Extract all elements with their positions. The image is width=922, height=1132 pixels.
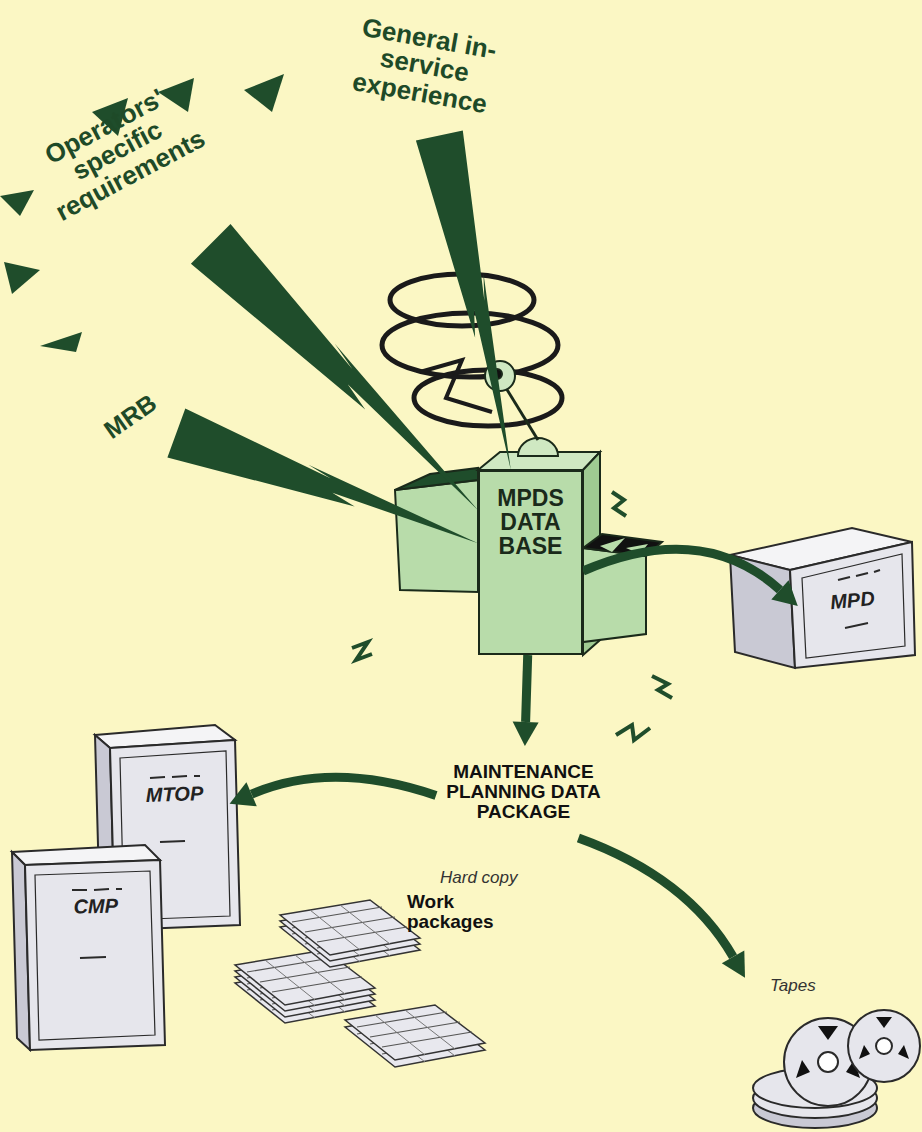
- node-heading: MAINTENANCE PLANNING DATA PACKAGE: [436, 762, 611, 822]
- manual-book: [25, 860, 165, 1050]
- manual-book: [35, 871, 155, 1040]
- tape-reels: [898, 1045, 909, 1059]
- database-machine: [492, 369, 502, 379]
- input-source: General in-service experience: [334, 0, 516, 135]
- curved-arrow: [578, 838, 733, 957]
- manual-book: [845, 623, 868, 628]
- input-source: Operators' specific requirements: [10, 58, 226, 244]
- lightning-connector: [416, 131, 511, 471]
- manual-book: [116, 888, 122, 890]
- database-machine: [485, 361, 515, 391]
- lightning-connector: [191, 224, 478, 510]
- curved-arrow: [230, 777, 436, 806]
- manual-book: [838, 577, 850, 580]
- manual-book: [150, 777, 165, 778]
- node-heading: Operators' specific requirements: [17, 71, 219, 230]
- flying-triangles: [0, 190, 34, 216]
- paper-stacks: [345, 1005, 485, 1060]
- node-heading: CMP: [73, 896, 118, 918]
- lightning-connector: [191, 224, 478, 510]
- work-packages: Work packages: [235, 880, 500, 1062]
- tape-reels: [796, 1060, 810, 1078]
- whirl-spiral: [420, 360, 492, 412]
- spark-marks: [612, 492, 626, 516]
- lightning-connector: [167, 409, 478, 544]
- manual-book: CMP: [37, 871, 155, 965]
- input-source: MRB: [84, 376, 177, 456]
- manual-book: [160, 841, 185, 842]
- spark-marks: [616, 725, 650, 740]
- tape-reels: [818, 1052, 838, 1072]
- arrow-head: [722, 950, 745, 977]
- manual-book: [194, 775, 200, 777]
- node-heading: MPDS DATA BASE: [492, 486, 570, 558]
- curved-arrow: [252, 777, 436, 795]
- database-box: MPDS DATA BASE: [478, 470, 583, 655]
- node-heading: Tapes: [770, 977, 850, 995]
- curved-arrow: [583, 549, 798, 606]
- tape-group: Tapes: [745, 975, 920, 1127]
- curved-arrow: [578, 838, 745, 978]
- manual-book: MPD: [798, 567, 910, 663]
- flying-triangles: [4, 262, 40, 294]
- manual-book: [72, 889, 87, 891]
- node-heading: MTOP: [146, 783, 204, 806]
- flying-triangles: [40, 332, 82, 352]
- manual-book: [790, 542, 915, 668]
- output-package: MAINTENANCE PLANNING DATA PACKAGE: [436, 746, 611, 838]
- manual-book: MTOP: [120, 758, 229, 854]
- database-machine: [395, 468, 478, 490]
- tape-reels: [876, 1038, 892, 1054]
- manual-book: [874, 570, 880, 572]
- manual-book: [730, 555, 795, 668]
- whirl-spiral: [382, 274, 562, 426]
- database-machine: [506, 388, 538, 440]
- database-machine: [395, 480, 478, 592]
- tape-reels: [859, 1045, 870, 1059]
- node-heading: Work packages: [407, 892, 499, 932]
- database-machine: [518, 438, 558, 456]
- database-machine: [583, 548, 646, 642]
- curved-arrow: [583, 549, 780, 590]
- manual-book: [730, 528, 915, 668]
- database-machine: [600, 538, 625, 552]
- lightning-connector: [416, 131, 511, 471]
- tape-reels: [818, 1026, 838, 1040]
- medium-label: Hard copy: [440, 868, 550, 888]
- arrow-head: [771, 580, 798, 606]
- curved-arrow: [513, 655, 539, 746]
- manual-book: [12, 845, 165, 1050]
- tape-reels: [848, 1010, 920, 1082]
- lightning-connector: [167, 409, 478, 544]
- arrow-head: [513, 722, 539, 746]
- arrow-head: [230, 782, 257, 806]
- paper-stacks: [280, 900, 420, 955]
- tape-reels: [753, 1010, 920, 1128]
- database-machine: [626, 544, 648, 554]
- curved-arrow: [526, 655, 528, 722]
- spark-marks: [352, 642, 372, 660]
- database-machine: [583, 534, 662, 556]
- manual-book: [802, 554, 905, 658]
- node-heading: General in-service experience: [336, 11, 513, 120]
- manual-book: [172, 776, 187, 777]
- tape-reels: [876, 1017, 892, 1028]
- manual-book: [80, 957, 106, 958]
- spark-marks: [652, 676, 672, 698]
- manual-book: [94, 889, 109, 890]
- manual-book: [856, 573, 868, 576]
- node-heading: MRB: [99, 389, 161, 443]
- whirl-spiral: [382, 313, 558, 377]
- flying-triangles: [244, 74, 284, 112]
- node-heading: MPD: [829, 588, 875, 614]
- database-machine: [395, 361, 662, 655]
